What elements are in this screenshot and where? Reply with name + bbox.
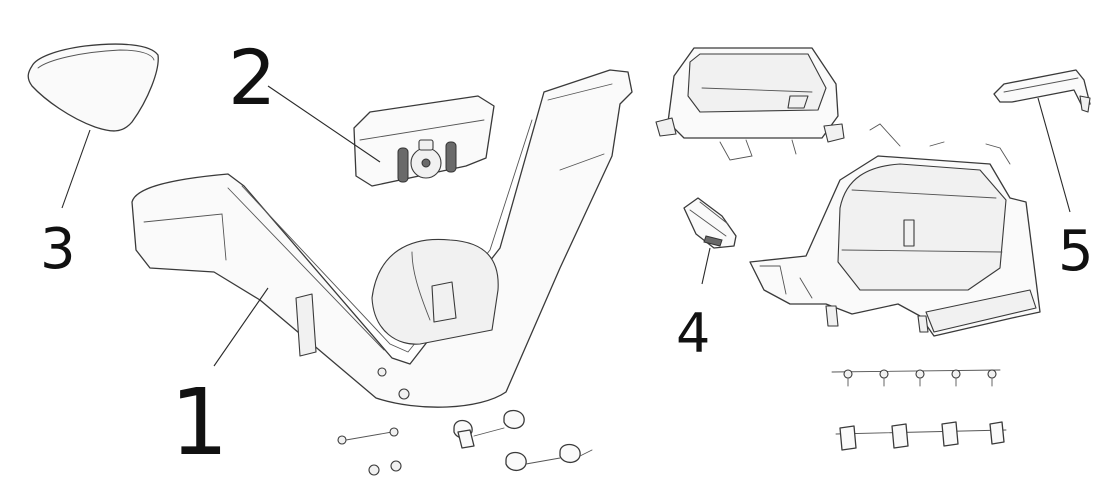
part-3-lens-cover (27, 43, 159, 132)
part-1-hardware (337, 409, 593, 476)
callout-3: 3 (40, 217, 76, 282)
instrument-cluster (655, 47, 845, 161)
callout-2: 2 (228, 33, 276, 122)
leader-4 (701, 247, 711, 285)
leader-lines (61, 85, 1071, 367)
part-2-switch-panel (353, 95, 495, 187)
part-4-clip (683, 197, 737, 249)
callout-4: 4 (676, 302, 710, 365)
leader-2 (267, 85, 381, 163)
leader-3 (61, 129, 91, 209)
right-hardware (831, 369, 1007, 451)
leader-5 (1037, 97, 1071, 213)
leader-1 (213, 287, 269, 367)
callout-1: 1 (170, 369, 229, 476)
part-1-handlebar-cover (131, 69, 633, 408)
callout-5: 5 (1058, 219, 1094, 284)
instrument-housing (749, 123, 1041, 337)
part-5-bracket (993, 69, 1091, 113)
